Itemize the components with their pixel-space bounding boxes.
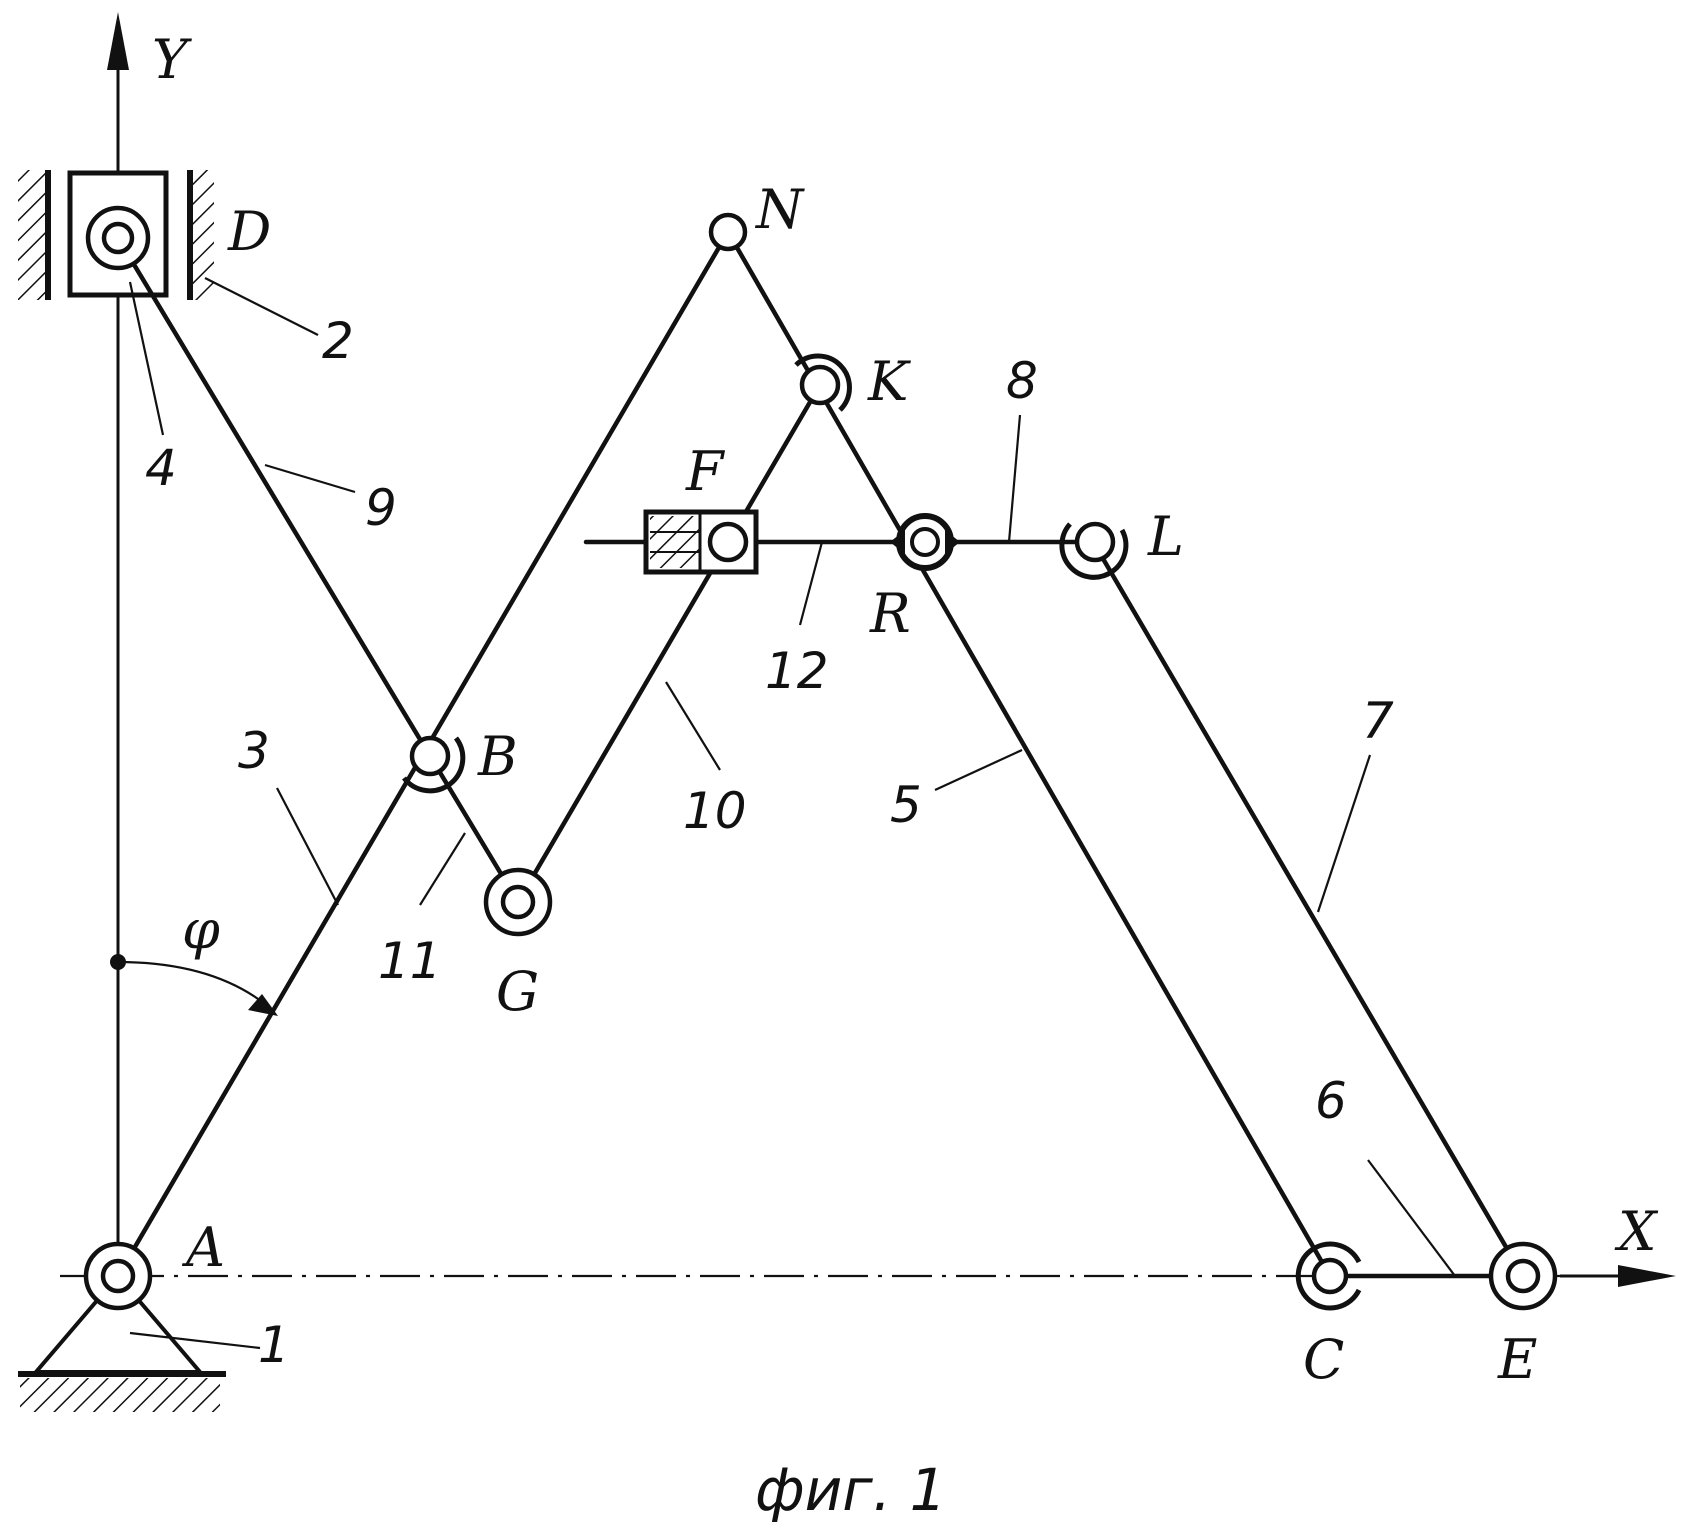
- ground-support: [18, 1272, 226, 1412]
- y-axis-label: Y: [152, 28, 192, 91]
- label-link-4: 4: [145, 439, 177, 497]
- label-link-2: 2: [322, 312, 354, 370]
- link-5-n-c: [725, 229, 1333, 1279]
- label-point-d: D: [227, 200, 271, 263]
- joint-f: [707, 521, 749, 563]
- link-9-d-g: [115, 235, 521, 905]
- label-point-c: C: [1303, 1328, 1344, 1391]
- joint-b: [409, 735, 451, 777]
- label-link-5: 5: [890, 776, 922, 834]
- label-point-e: E: [1497, 1328, 1537, 1391]
- link-labels: 1 2 3 4 5 6 7 8 9 10 11 12: [145, 312, 1394, 1374]
- link-10-g-k: [515, 382, 823, 905]
- link-7-l-e: [1092, 542, 1526, 1279]
- joint-l: [1074, 521, 1116, 563]
- joint-r: [890, 513, 960, 571]
- label-point-b: B: [477, 725, 518, 788]
- joint-c: [1311, 1257, 1349, 1295]
- label-point-f: F: [685, 440, 726, 503]
- joint-k: [799, 364, 841, 406]
- x-axis-label: X: [1614, 1200, 1659, 1263]
- joint-n: [708, 212, 748, 252]
- label-link-7: 7: [1362, 692, 1394, 750]
- label-link-12: 12: [765, 642, 829, 700]
- label-link-6: 6: [1315, 1072, 1347, 1130]
- label-point-k: K: [867, 350, 911, 413]
- label-point-r: R: [869, 582, 911, 645]
- label-link-1: 1: [258, 1316, 290, 1374]
- x-axis: X: [60, 1200, 1676, 1287]
- label-link-8: 8: [1006, 352, 1038, 410]
- label-link-11: 11: [378, 932, 442, 990]
- point-labels: A B C D E F G K L N R: [181, 178, 1537, 1391]
- label-link-10: 10: [683, 782, 747, 840]
- label-point-a: A: [181, 1216, 225, 1279]
- label-point-g: G: [496, 960, 539, 1023]
- joints: [83, 205, 1558, 1311]
- figure-caption: фиг. 1: [755, 1456, 947, 1524]
- angle-phi: φ: [117, 898, 278, 1016]
- label-link-3: 3: [238, 722, 270, 780]
- label-point-n: N: [754, 178, 805, 241]
- leader-lines: [128, 277, 1456, 1350]
- label-point-l: L: [1147, 505, 1184, 568]
- label-link-9: 9: [365, 479, 397, 537]
- angle-label: φ: [182, 898, 220, 961]
